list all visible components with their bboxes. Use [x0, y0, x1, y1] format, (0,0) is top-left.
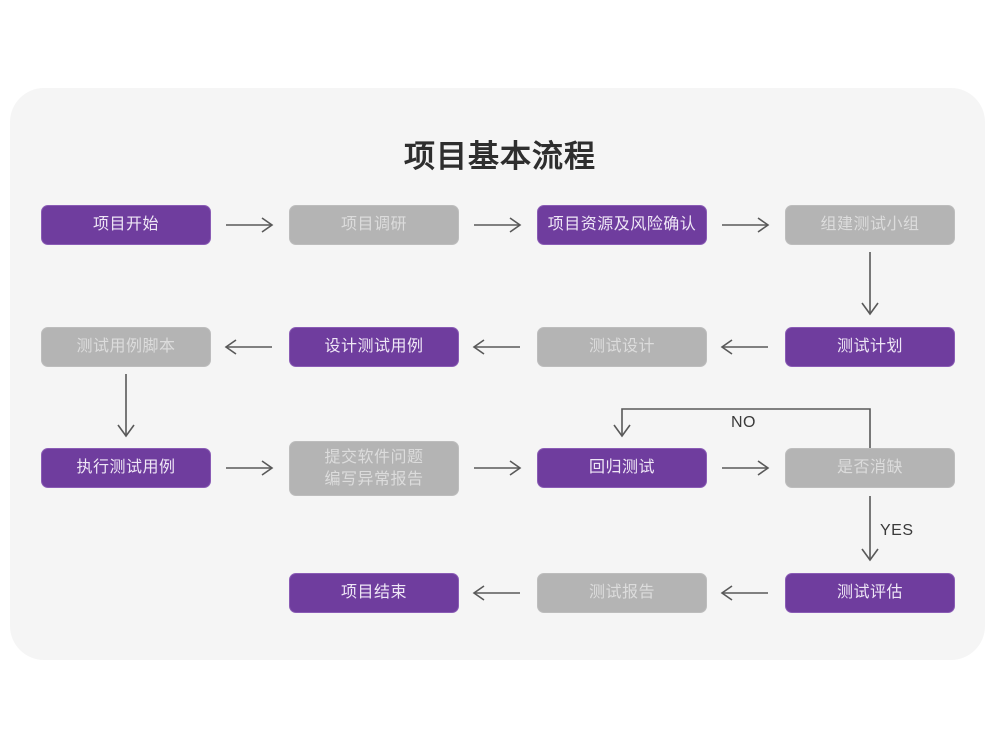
node-defect-cleared[interactable]: 是否消缺	[785, 448, 955, 488]
node-submit-issue-report[interactable]: 提交软件问题 编写异常报告	[289, 441, 459, 496]
node-project-research[interactable]: 项目调研	[289, 205, 459, 245]
edge-label-yes: YES	[880, 522, 914, 539]
node-test-case-script[interactable]: 测试用例脚本	[41, 327, 211, 367]
page-title: 项目基本流程	[404, 139, 596, 174]
node-project-start[interactable]: 项目开始	[41, 205, 211, 245]
node-form-test-team[interactable]: 组建测试小组	[785, 205, 955, 245]
node-test-plan[interactable]: 测试计划	[785, 327, 955, 367]
flowchart-panel	[10, 88, 985, 660]
edge-label-no: NO	[731, 414, 756, 431]
node-regression-test[interactable]: 回归测试	[537, 448, 707, 488]
node-resource-risk-confirm[interactable]: 项目资源及风险确认	[537, 205, 707, 245]
node-test-evaluation[interactable]: 测试评估	[785, 573, 955, 613]
node-test-design[interactable]: 测试设计	[537, 327, 707, 367]
node-project-end[interactable]: 项目结束	[289, 573, 459, 613]
node-execute-test-case[interactable]: 执行测试用例	[41, 448, 211, 488]
node-design-test-case[interactable]: 设计测试用例	[289, 327, 459, 367]
node-test-report[interactable]: 测试报告	[537, 573, 707, 613]
